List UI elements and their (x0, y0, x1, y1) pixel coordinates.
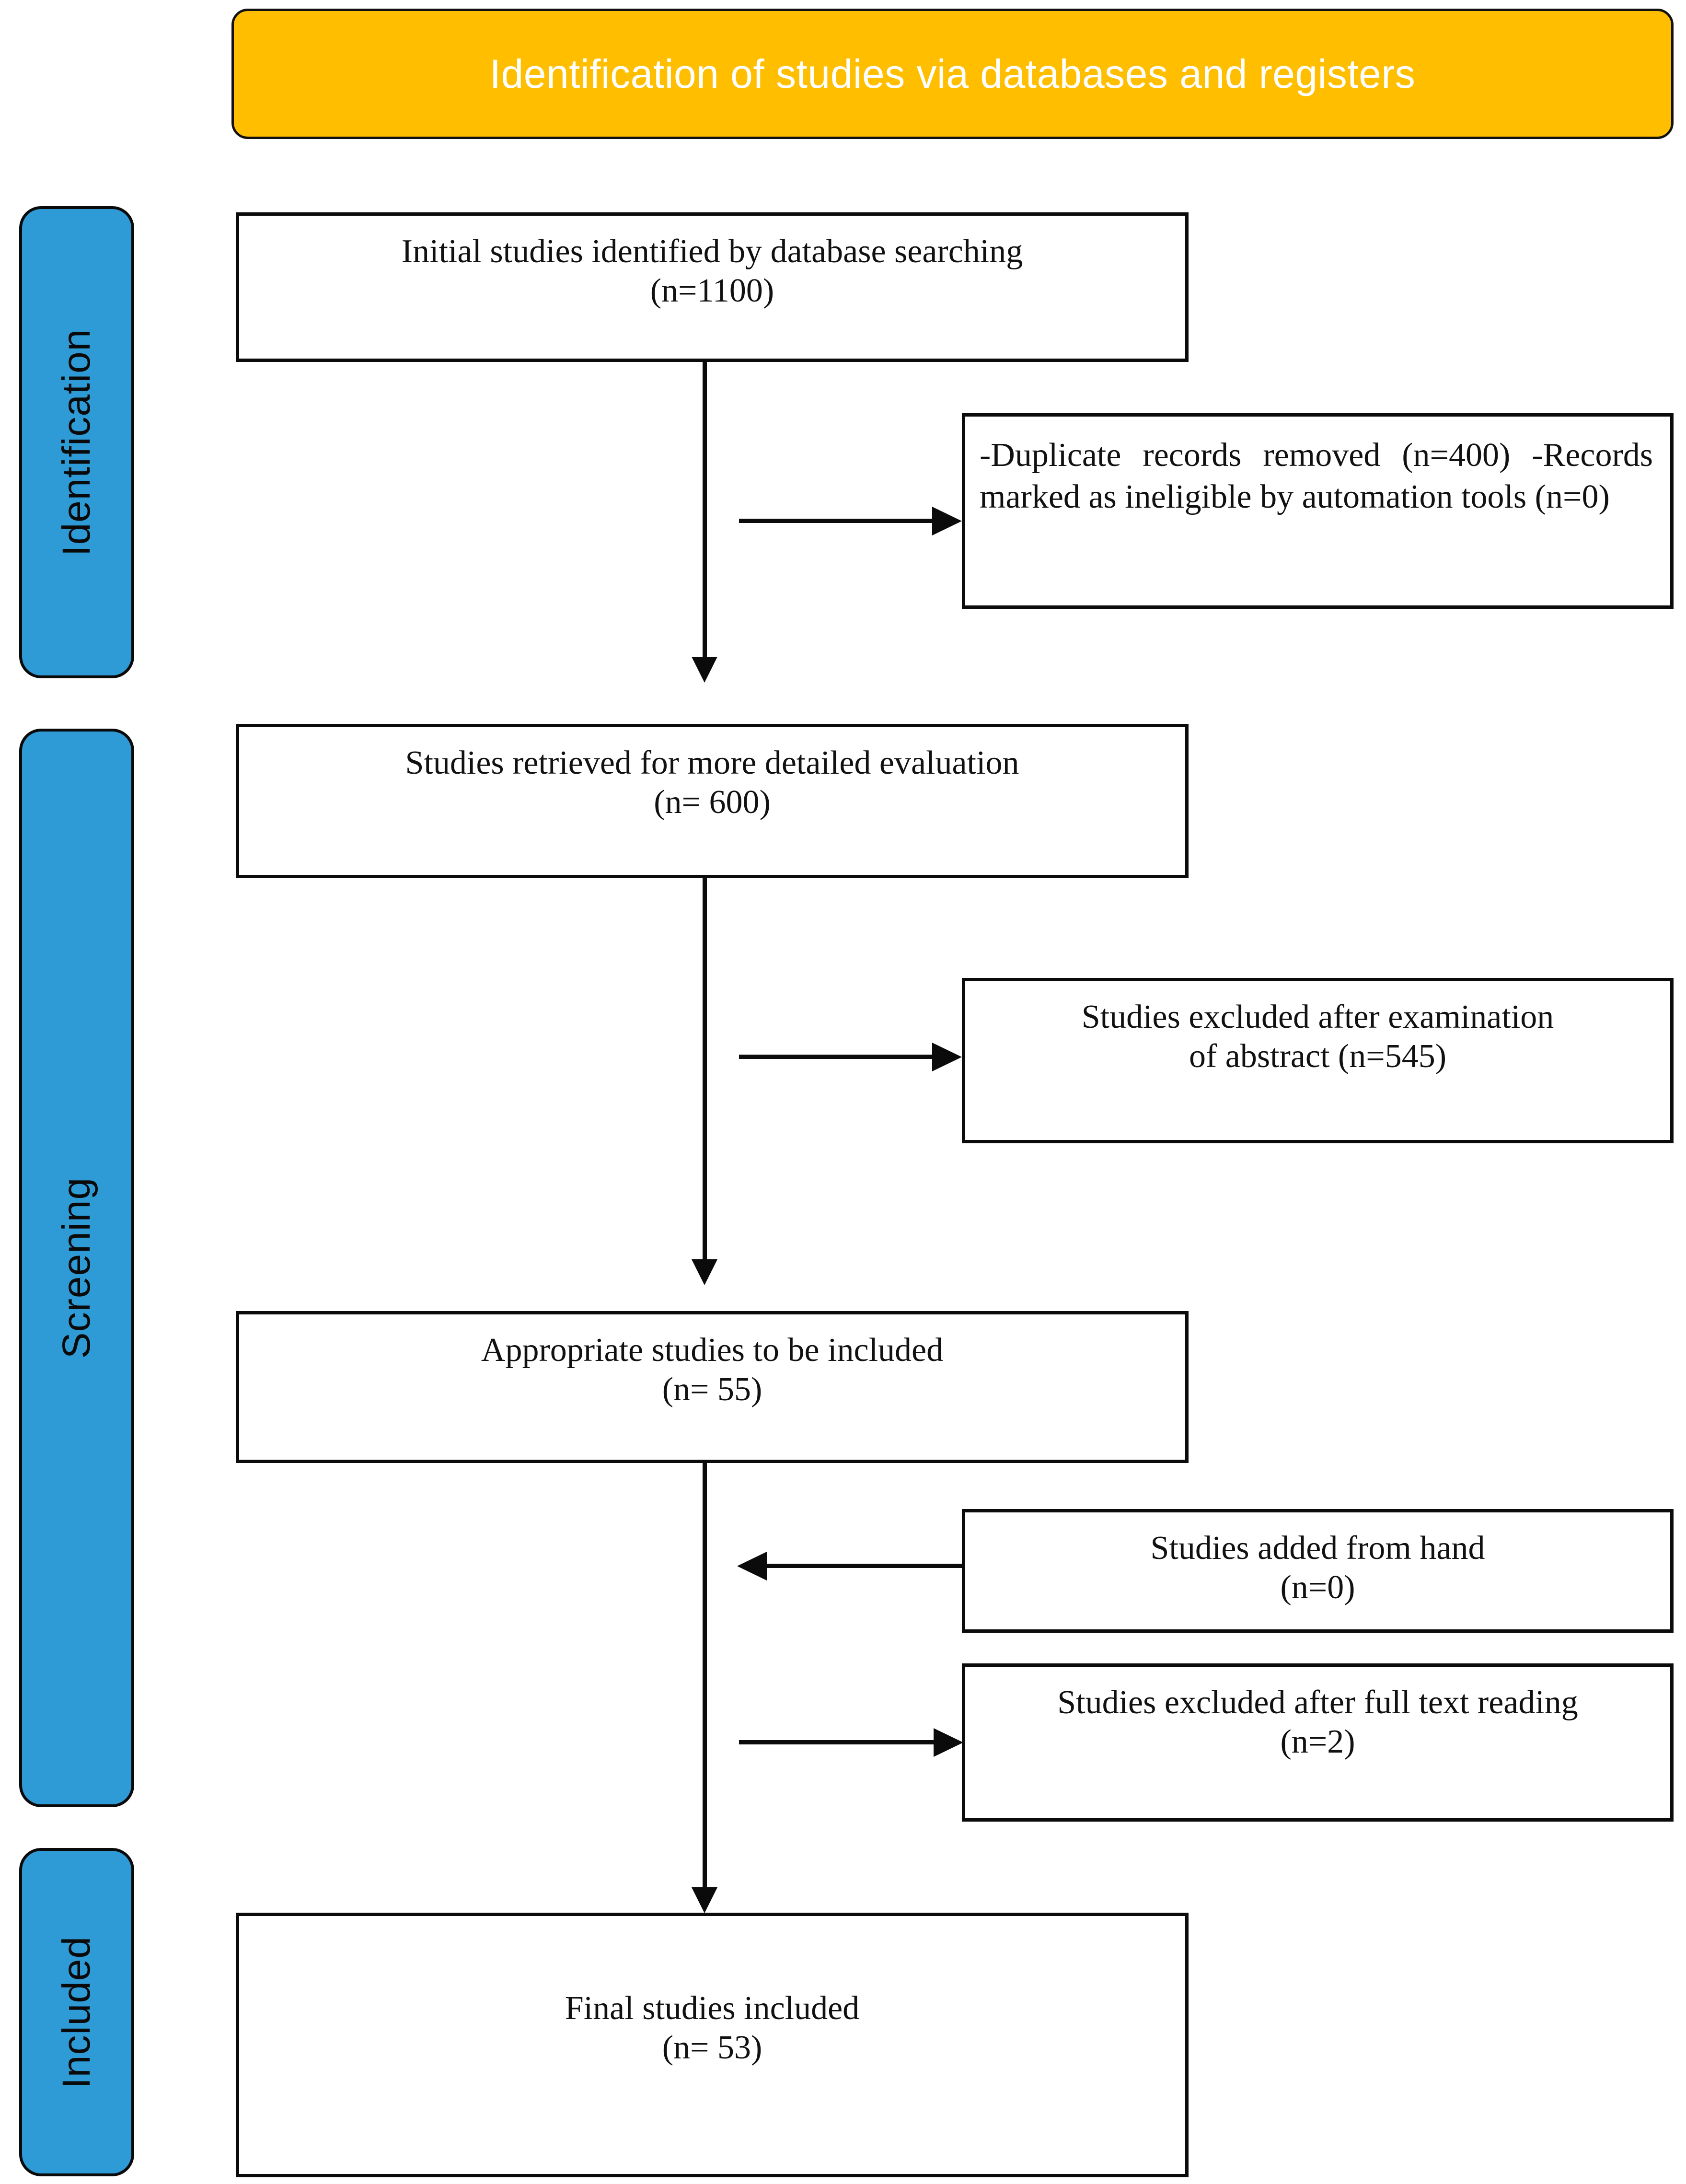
box-studies-added-from-hand: Studies added from hand (n=0) (962, 1509, 1674, 1633)
arrow-left-icon (737, 1552, 767, 1580)
box-studies-added-from-hand-count: (n=0) (1280, 1568, 1355, 1606)
box-initial-studies: Initial studies identified by database s… (236, 212, 1189, 362)
box-final-studies-included: Final studies included (n= 53) (236, 1913, 1189, 2177)
box-appropriate-studies-count: (n= 55) (662, 1371, 762, 1408)
box-excluded-after-abstract-line1: Studies excluded after examination (1081, 999, 1554, 1035)
box-studies-added-from-hand-line1: Studies added from hand (1150, 1530, 1485, 1567)
stage-label-screening: Screening (55, 1177, 98, 1359)
arrow-right-icon (932, 1043, 962, 1071)
stage-tab-included: Included (19, 1848, 134, 2176)
stage-label-included: Included (55, 1936, 98, 2089)
connector-to-excluded-abstract (739, 1055, 933, 1059)
arrow-right-icon (932, 507, 962, 535)
connector-to-excluded-fulltext (739, 1740, 935, 1744)
box-final-studies-included-line1: Final studies included (565, 1990, 860, 2027)
arrow-down-icon (692, 657, 717, 683)
header-banner: Identification of studies via databases … (231, 9, 1674, 139)
box-excluded-after-abstract: Studies excluded after examination of ab… (962, 978, 1674, 1143)
box-initial-studies-line1: Initial studies identified by database s… (401, 233, 1023, 270)
connector-to-duplicates (739, 519, 933, 523)
page-title: Identification of studies via databases … (489, 51, 1416, 96)
box-studies-retrieved: Studies retrieved for more detailed eval… (236, 724, 1189, 878)
arrow-right-icon (934, 1728, 963, 1757)
arrow-down-icon (692, 1259, 717, 1285)
box-excluded-after-abstract-line2: of abstract (n=545) (1189, 1037, 1447, 1075)
connector-initial-to-retrieved (703, 362, 707, 657)
connector-retrieved-to-appropriate (703, 878, 707, 1259)
box-excluded-after-fulltext-line1: Studies excluded after full text reading (1057, 1684, 1578, 1721)
stage-tab-screening: Screening (19, 729, 134, 1807)
box-initial-studies-count: (n=1100) (650, 272, 774, 309)
stage-tab-identification: Identification (19, 206, 134, 678)
box-excluded-after-fulltext: Studies excluded after full text reading… (962, 1663, 1674, 1822)
box-final-studies-included-count: (n= 53) (662, 2029, 762, 2066)
box-duplicates-removed: -Duplicate records removed (n=400) -Reco… (962, 413, 1674, 609)
box-studies-retrieved-count: (n= 600) (654, 783, 771, 821)
box-excluded-after-fulltext-count: (n=2) (1280, 1723, 1355, 1760)
box-appropriate-studies: Appropriate studies to be included (n= 5… (236, 1311, 1189, 1463)
box-studies-retrieved-line1: Studies retrieved for more detailed eval… (405, 744, 1019, 781)
connector-from-hand-added (767, 1564, 963, 1568)
arrow-down-icon (692, 1887, 717, 1913)
box-duplicates-removed-text: -Duplicate records removed (n=400) -Reco… (980, 437, 1653, 515)
stage-label-identification: Identification (55, 328, 99, 556)
box-appropriate-studies-line1: Appropriate studies to be included (481, 1332, 944, 1369)
connector-appropriate-to-final (703, 1463, 707, 1887)
